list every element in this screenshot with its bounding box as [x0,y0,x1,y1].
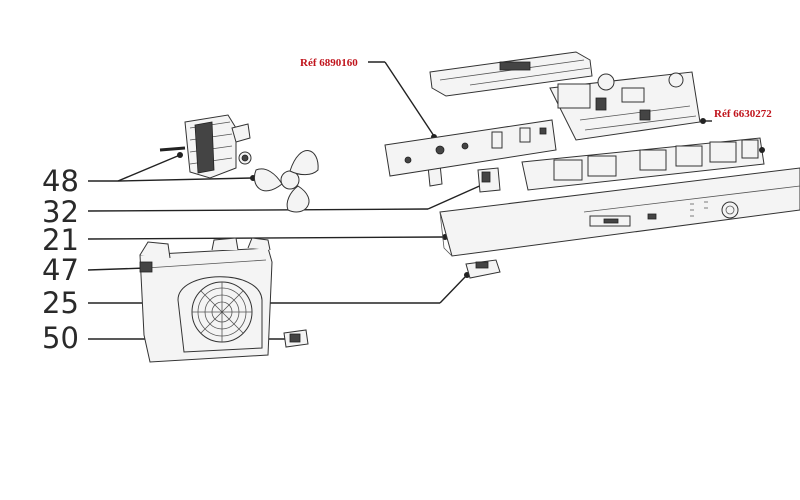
display-pcb-part [384,119,557,177]
control-panel-part [439,167,800,257]
connector-part [283,329,309,348]
clip-part [465,259,501,279]
main-pcb-part [549,71,701,141]
callout-48: 48 [42,164,79,198]
fan-housing-part [139,237,273,363]
callout-21: 21 [42,223,79,257]
button-strip-part [521,137,765,191]
ref-label-right: Réf 6630272 [714,108,772,120]
bracket-part [427,163,501,193]
top-cover-part [429,51,593,97]
callout-32: 32 [42,195,79,229]
callout-25: 25 [42,286,79,320]
callout-50: 50 [42,321,79,355]
fan-motor-part [159,114,252,179]
ref-label-top: Réf 6890160 [300,57,358,69]
fan-blade-part [254,150,319,213]
callout-47: 47 [42,253,79,287]
